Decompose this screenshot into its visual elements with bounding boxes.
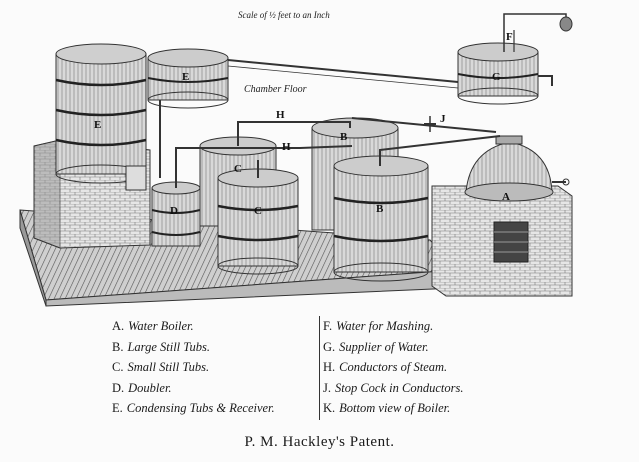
receiver-vessel <box>125 165 147 191</box>
small-still-tub-front <box>217 168 299 275</box>
legend-item: K.Bottom view of Boiler. <box>323 401 451 415</box>
letter-c-front: C <box>254 205 262 217</box>
legend-item: F.Water for Mashing. <box>323 319 434 333</box>
supplier-tub-g <box>457 42 539 105</box>
scale-note: Scale of ½ feet to an Inch <box>238 10 330 20</box>
legend-right-column: F.Water for Mashing. G.Supplier of Water… <box>323 316 463 419</box>
legend-left-column: A.Water Boiler. B.Large Still Tubs. C.Sm… <box>112 316 275 419</box>
legend-item: B.Large Still Tubs. <box>112 339 211 354</box>
letter-g: G <box>492 71 501 83</box>
water-tap <box>538 75 553 86</box>
legend-item: E.Condensing Tubs & Receiver. <box>112 401 275 415</box>
letter-h-lower: H <box>282 141 291 153</box>
upper-tub <box>147 48 229 109</box>
legend-item: D.Doubler. <box>112 380 172 395</box>
legend-divider <box>319 316 320 420</box>
chamber-floor-label: Chamber Floor <box>244 84 307 95</box>
chamber-floor-line <box>227 59 459 83</box>
legend-item: G.Supplier of Water. <box>323 339 429 354</box>
letter-f: F <box>506 31 513 43</box>
letter-e-upper: E <box>182 71 189 83</box>
legend-item: H.Conductors of Steam. <box>323 360 448 374</box>
letter-d: D <box>170 205 178 217</box>
distilling-apparatus-illustration: Scale of ½ feet to an Inch Chamber Floor… <box>19 10 573 307</box>
letter-b-back: B <box>340 131 348 143</box>
legend-item: A.Water Boiler. <box>112 319 194 333</box>
condensing-tub-e <box>55 43 147 184</box>
large-still-tub-front <box>333 155 429 282</box>
mashing-water-pipe-f <box>503 13 573 52</box>
letter-e: E <box>94 119 101 131</box>
letter-b-front: B <box>376 203 384 215</box>
letter-h-upper: H <box>276 109 285 121</box>
letter-c-back: C <box>234 163 242 175</box>
letter-j: J <box>440 113 446 125</box>
legend-item: J.Stop Cock in Conductors. <box>323 380 464 395</box>
water-boiler-a <box>464 135 570 202</box>
patent-title: P. M. Hackley's Patent. <box>244 434 395 450</box>
letter-a: A <box>502 191 510 203</box>
right-brick-furnace <box>431 185 573 297</box>
legend: A.Water Boiler. B.Large Still Tubs. C.Sm… <box>0 312 639 462</box>
legend-item: C.Small Still Tubs. <box>112 360 210 374</box>
